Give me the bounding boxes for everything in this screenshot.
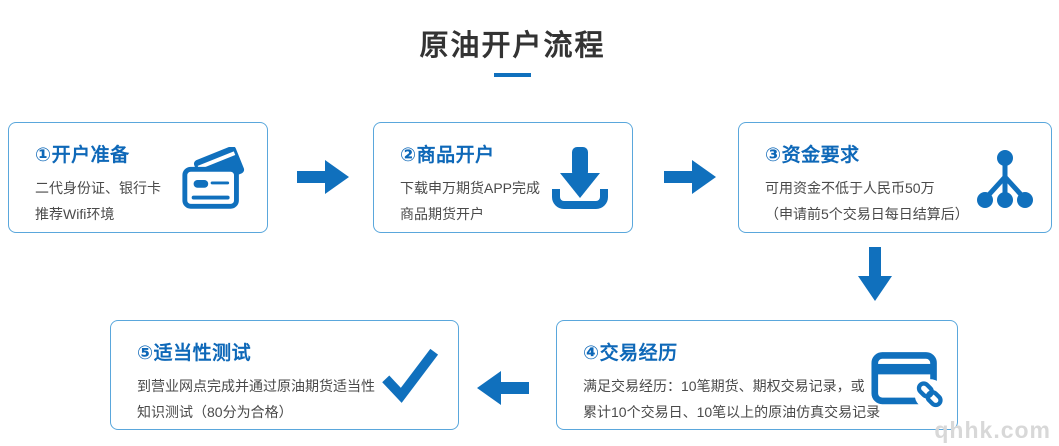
checkmark-icon	[378, 345, 440, 410]
step-card-1-account-preparation: ①开户准备 二代身份证、银行卡 推荐Wifi环境	[8, 122, 268, 233]
arrow-right-icon	[297, 160, 349, 199]
step-description: 可用资金不低于人民币50万 （申请前5个交易日每日结算后）	[765, 175, 969, 227]
arrow-left-icon	[477, 371, 529, 410]
step-title: ②商品开户	[400, 145, 495, 166]
title-underline	[494, 73, 531, 77]
step-description-line: 二代身份证、银行卡	[35, 180, 161, 196]
step-card-3-fund-requirement: ③资金要求 可用资金不低于人民币50万 （申请前5个交易日每日结算后）	[738, 122, 1052, 233]
bank-cards-icon	[179, 144, 253, 218]
step-description-line: 推荐Wifi环境	[35, 206, 115, 222]
step-title: ④交易经历	[583, 343, 678, 364]
step-description-line: 知识测试（80分为合格）	[137, 404, 293, 420]
step-description-line: 下载申万期货APP完成	[400, 180, 541, 196]
step-title: ①开户准备	[35, 145, 130, 166]
card-link-icon	[871, 351, 945, 416]
step-title: ③资金要求	[765, 145, 860, 166]
watermark: qhhk.com	[934, 417, 1051, 443]
step-title: ⑤适当性测试	[137, 343, 252, 364]
page-header: 原油开户流程	[0, 28, 1025, 77]
step-description: 下载申万期货APP完成 商品期货开户	[400, 175, 540, 227]
arrow-right-icon	[664, 160, 716, 199]
org-tree-icon	[977, 149, 1033, 214]
step-description: 二代身份证、银行卡 推荐Wifi环境	[35, 175, 161, 227]
step-description-line: 商品期货开户	[400, 206, 484, 222]
step-card-5-suitability-test: ⑤适当性测试 到营业网点完成并通过原油期货适当性 知识测试（80分为合格）	[110, 320, 459, 430]
step-description: 满足交易经历：10笔期货、期权交易记录，或 累计10个交易日、10笔以上的原油仿…	[583, 373, 880, 425]
arrow-down-icon	[858, 247, 892, 306]
step-description: 到营业网点完成并通过原油期货适当性 知识测试（80分为合格）	[137, 373, 375, 425]
step-description-line: 到营业网点完成并通过原油期货适当性	[137, 378, 375, 394]
step-description-line: （申请前5个交易日每日结算后）	[765, 206, 969, 222]
download-icon	[548, 145, 612, 218]
step-description-line: 累计10个交易日、10笔以上的原油仿真交易记录	[583, 404, 881, 420]
step-description-line: 可用资金不低于人民币50万	[765, 180, 935, 196]
page-title: 原油开户流程	[419, 30, 606, 62]
step-card-2-commodity-account: ②商品开户 下载申万期货APP完成 商品期货开户	[373, 122, 633, 233]
step-description-line: 满足交易经历：10笔期货、期权交易记录，或	[583, 378, 865, 394]
step-card-4-trading-experience: ④交易经历 满足交易经历：10笔期货、期权交易记录，或 累计10个交易日、10笔…	[556, 320, 958, 430]
